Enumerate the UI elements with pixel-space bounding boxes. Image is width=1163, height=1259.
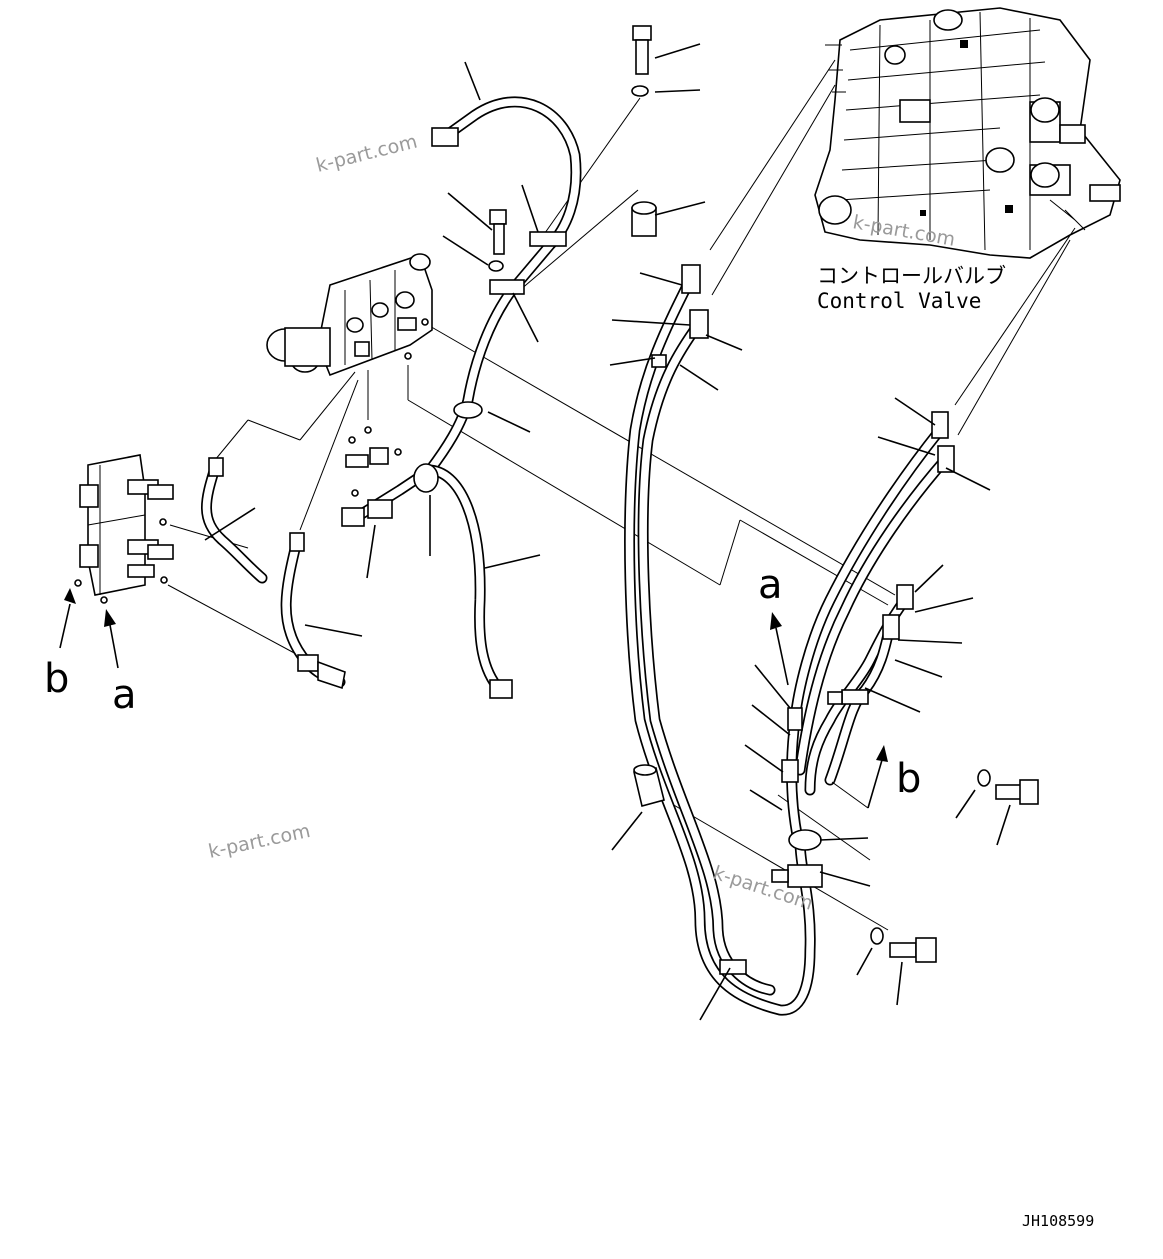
small-fittings bbox=[345, 318, 429, 497]
middle-hoses bbox=[341, 96, 582, 699]
upper-fasteners bbox=[488, 25, 657, 272]
control-valve-jp-label: コントロールバルブ bbox=[817, 264, 1006, 288]
callout-a-left: a bbox=[112, 672, 137, 718]
left-hoses bbox=[201, 457, 346, 690]
lower-fasteners bbox=[633, 764, 1039, 963]
pilot-valve-block bbox=[266, 253, 433, 377]
callout-b-right: b bbox=[896, 756, 921, 802]
ppc-valve-blocks bbox=[74, 454, 174, 604]
drawing-number: JH108599 bbox=[1022, 1212, 1094, 1230]
right-hoses bbox=[624, 264, 955, 1016]
watermark: k-part.com bbox=[314, 130, 420, 176]
callout-a-right: a bbox=[758, 562, 783, 608]
leader-lines bbox=[204, 43, 1011, 1021]
watermark: k-part.com bbox=[206, 820, 312, 863]
control-valve-en-label: Control Valve bbox=[817, 289, 981, 313]
callout-b-left: b bbox=[44, 656, 69, 702]
callout-arrows bbox=[59, 588, 888, 809]
control-valve-illustration bbox=[814, 7, 1121, 259]
